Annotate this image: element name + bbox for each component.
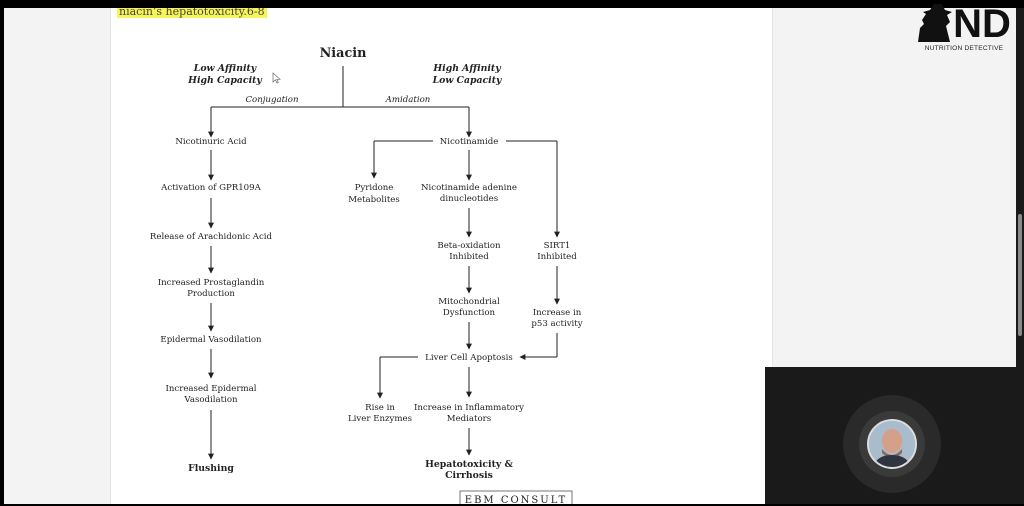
node-arachidonic-acid: Release of Arachidonic Acid — [150, 232, 273, 242]
webcam-ring — [843, 395, 941, 493]
node-nicotinuric-acid: Nicotinuric Acid — [175, 137, 247, 147]
node-increased-epidermal-line2: Vasodilation — [183, 395, 238, 405]
document-page — [110, 8, 773, 504]
right-branch-header-line1: High Affinity — [432, 63, 501, 74]
webcam-overlay — [765, 367, 1020, 506]
node-prostaglandin-line2: Production — [187, 289, 235, 299]
vertical-scrollbar[interactable] — [1016, 8, 1024, 504]
node-gpr109a: Activation of GPR109A — [160, 183, 261, 193]
left-branch-header-line2: High Capacity — [187, 75, 262, 86]
node-inflammatory-line2: Mediators — [447, 414, 491, 424]
highlighted-text: niacin’s hepatotoxicity.6-8 — [117, 8, 267, 18]
scrollbar-thumb[interactable] — [1018, 214, 1022, 336]
node-hepatotoxicity-line1: Hepatotoxicity & — [425, 459, 513, 470]
node-sirt1-line2: Inhibited — [537, 252, 577, 262]
source-mark-box — [459, 490, 573, 504]
webcam-ring-inner — [859, 411, 925, 477]
source-mark: EBM CONSULT — [465, 495, 567, 504]
node-nad-line2: dinucleotides — [440, 194, 498, 204]
node-liver-enzymes-line1: Rise in — [365, 403, 395, 413]
edge-label-amidation: Amidation — [385, 95, 431, 105]
node-epidermal-vasodilation: Epidermal Vasodilation — [160, 335, 262, 345]
diagram-title: Niacin — [320, 46, 368, 61]
node-nad-line1: Nicotinamide adenine — [421, 183, 517, 193]
node-mitochondrial-line1: Mitochondrial — [438, 297, 500, 307]
node-mitochondrial-line2: Dysfunction — [443, 308, 496, 318]
cursor-icon — [272, 72, 281, 84]
presenter-avatar — [867, 419, 917, 469]
node-liver-enzymes-line2: Liver Enzymes — [348, 414, 412, 424]
edge-label-conjugation: Conjugation — [245, 95, 298, 105]
detective-silhouette-icon: ND — [918, 2, 1011, 42]
top-bar — [0, 0, 1024, 8]
left-branch-header-line1: Low Affinity — [193, 63, 257, 74]
logo-mark-text: ND — [953, 2, 1011, 42]
avatar-icon — [869, 421, 915, 467]
node-liver-cell-apoptosis: Liver Cell Apoptosis — [425, 353, 513, 363]
left-bar — [0, 8, 4, 504]
node-prostaglandin-line1: Increased Prostaglandin — [158, 278, 265, 288]
node-increased-epidermal-line1: Increased Epidermal — [165, 384, 256, 394]
right-branch-header-line2: Low Capacity — [432, 75, 502, 86]
node-pyridone-line1: Pyridone — [355, 183, 394, 193]
node-pyridone-line2: Metabolites — [348, 195, 400, 205]
node-sirt1-line1: SIRT1 — [544, 241, 571, 251]
niacin-metabolism-diagram: Niacin Low Affinity High Capacity High A… — [150, 46, 583, 504]
node-beta-oxidation-line1: Beta-oxidation — [437, 241, 501, 251]
logo-text: NUTRITION DETECTIVE — [924, 45, 1004, 52]
node-inflammatory-line1: Increase in Inflammatory — [414, 403, 524, 413]
node-p53-line2: p53 activity — [531, 319, 582, 329]
node-flushing: Flushing — [188, 463, 234, 474]
node-p53-line1: Increase in — [533, 308, 582, 318]
bottom-bar — [0, 504, 1024, 506]
node-hepatotoxicity-line2: Cirrhosis — [445, 470, 493, 481]
node-beta-oxidation-line2: Inhibited — [449, 252, 489, 262]
node-nicotinamide: Nicotinamide — [440, 137, 499, 147]
nutrition-detective-logo: ND NUTRITION DETECTIVE — [906, 0, 1016, 56]
